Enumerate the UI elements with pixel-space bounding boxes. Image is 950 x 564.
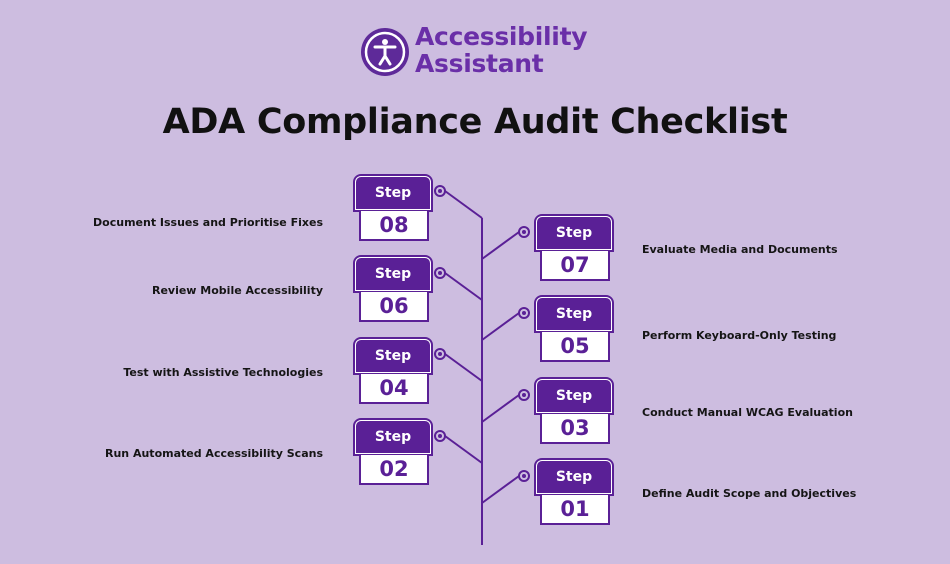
step-number: 03 [540,414,610,444]
step-number: 01 [540,495,610,525]
step-07-label: Evaluate Media and Documents [642,243,838,256]
step-head: Step [536,297,612,331]
step-06-label: Review Mobile Accessibility [151,284,323,297]
step-05-box: Step 05 [536,297,612,364]
connector-07 [481,226,530,260]
step-head: Step [536,379,612,413]
step-number: 05 [540,332,610,362]
step-01-box: Step 01 [536,460,612,527]
step-01-label: Define Audit Scope and Objectives [642,487,857,500]
logo-line-2: Assistant [415,49,544,78]
step-head: Step [355,420,431,454]
connector-04 [434,348,483,382]
logo: Accessibility Assistant [361,24,601,82]
step-head: Step [355,339,431,373]
step-number: 08 [359,211,429,241]
step-head: Step [536,460,612,494]
connector-02 [434,430,483,464]
step-04-box: Step 04 [355,339,431,406]
accessibility-person-icon [361,28,409,76]
connector-08 [434,185,483,219]
step-06-box: Step 06 [355,257,431,324]
step-02-label: Run Automated Accessibility Scans [105,447,323,460]
connector-06 [434,267,483,301]
step-number: 06 [359,292,429,322]
step-08-label: Document Issues and Prioritise Fixes [93,216,323,229]
step-05-label: Perform Keyboard-Only Testing [642,329,837,342]
step-03-box: Step 03 [536,379,612,446]
step-head: Step [355,176,431,210]
step-number: 04 [359,374,429,404]
logo-line-1: Accessibility [415,22,588,51]
step-03-label: Conduct Manual WCAG Evaluation [642,406,853,419]
connector-01 [481,470,530,504]
step-number: 07 [540,251,610,281]
step-head: Step [536,216,612,250]
step-08-box: Step 08 [355,176,431,243]
step-07-box: Step 07 [536,216,612,283]
step-02-box: Step 02 [355,420,431,487]
step-04-label: Test with Assistive Technologies [123,366,323,379]
step-number: 02 [359,455,429,485]
step-head: Step [355,257,431,291]
connector-03 [481,389,530,423]
logo-text: Accessibility Assistant [415,22,588,78]
page-title: ADA Compliance Audit Checklist [162,102,788,142]
connector-05 [481,307,530,341]
